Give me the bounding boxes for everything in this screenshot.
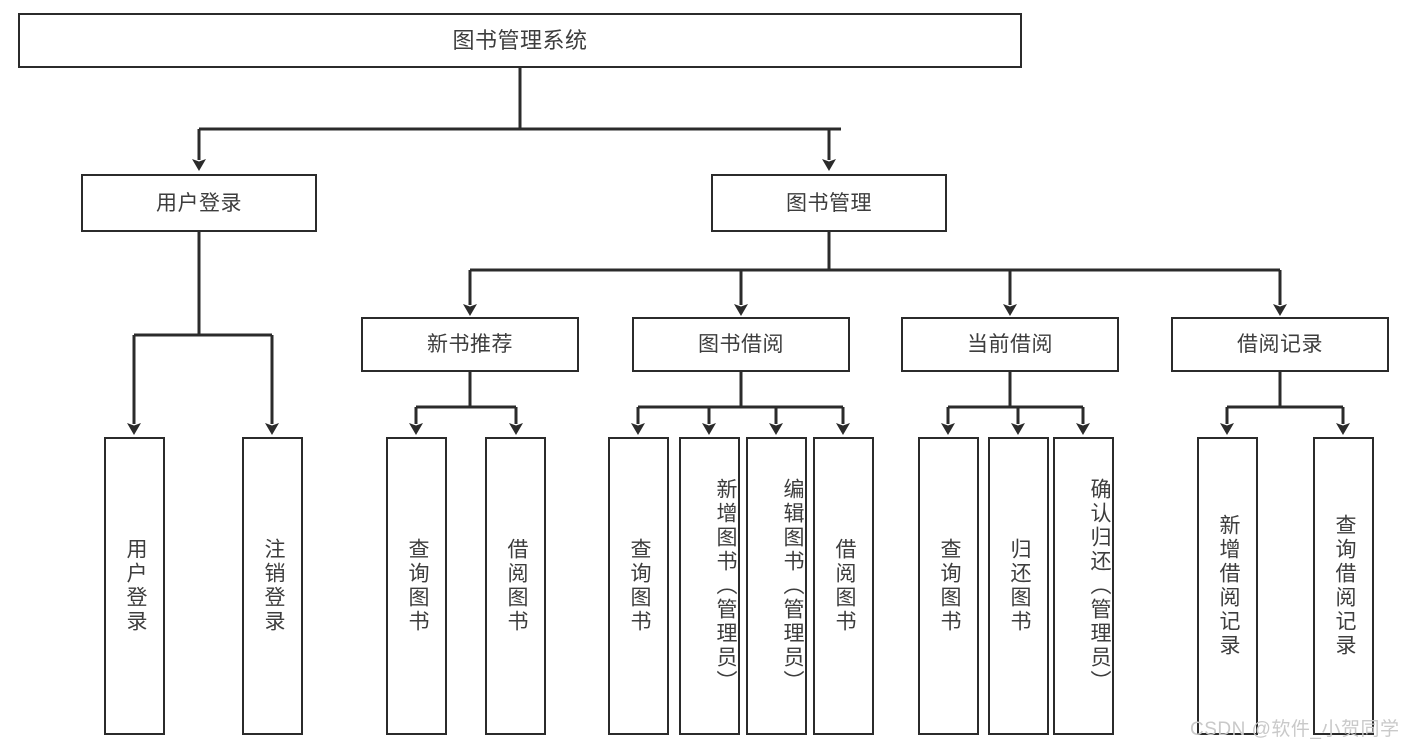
node-leaf-edit-book[interactable]: 编辑图书（管理员） — [746, 437, 807, 735]
node-book-borrow[interactable]: 图书借阅 — [632, 317, 850, 372]
node-borrow-record[interactable]: 借阅记录 — [1171, 317, 1389, 372]
node-leaf-query-book-3[interactable]: 查询图书 — [918, 437, 979, 735]
node-leaf-borrow-book-2[interactable]: 借阅图书 — [813, 437, 874, 735]
node-book-management[interactable]: 图书管理 — [711, 174, 947, 232]
node-leaf-user-login[interactable]: 用户登录 — [104, 437, 165, 735]
node-leaf-logout[interactable]: 注销登录 — [242, 437, 303, 735]
node-leaf-borrow-book-1[interactable]: 借阅图书 — [485, 437, 546, 735]
node-leaf-query-book-2[interactable]: 查询图书 — [608, 437, 669, 735]
node-leaf-query-record[interactable]: 查询借阅记录 — [1313, 437, 1374, 735]
node-leaf-confirm-return[interactable]: 确认归还（管理员） — [1053, 437, 1114, 735]
node-root-system[interactable]: 图书管理系统 — [18, 13, 1022, 68]
node-leaf-query-book-1[interactable]: 查询图书 — [386, 437, 447, 735]
node-user-login[interactable]: 用户登录 — [81, 174, 317, 232]
node-current-borrow[interactable]: 当前借阅 — [901, 317, 1119, 372]
node-leaf-add-book[interactable]: 新增图书（管理员） — [679, 437, 740, 735]
node-new-book-recommend[interactable]: 新书推荐 — [361, 317, 579, 372]
node-leaf-return-book[interactable]: 归还图书 — [988, 437, 1049, 735]
csdn-watermark: CSDN @软件_小贺同学 — [1190, 719, 1400, 740]
node-leaf-add-record[interactable]: 新增借阅记录 — [1197, 437, 1258, 735]
